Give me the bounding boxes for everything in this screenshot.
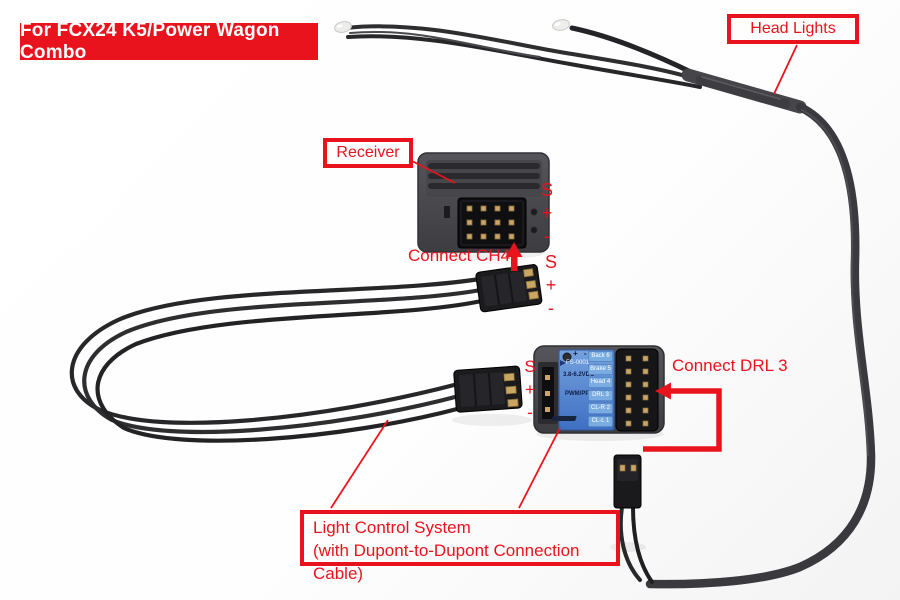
head-lights-leader-line (773, 44, 798, 95)
headlight-wires (344, 24, 702, 89)
receiver-callout: Receiver (323, 138, 413, 168)
module-power-marks: + - (573, 349, 589, 358)
receiver-device (417, 152, 550, 253)
signal-mark: S (524, 357, 536, 376)
head-lights-callout: Head Lights (727, 14, 859, 44)
connect-drl3-arrow-icon (643, 388, 722, 452)
negative-mark: - (544, 226, 550, 246)
pin-labels-module: S + - (521, 355, 539, 424)
head-lights-label: Head Lights (750, 20, 836, 37)
negative-mark: - (527, 403, 533, 422)
receiver-label: Receiver (336, 144, 400, 161)
connect-drl3-label: Connect DRL 3 (672, 356, 788, 375)
red-annotations (330, 44, 798, 509)
light-control-callout: Light Control System (with Dupont-to-Dup… (300, 510, 620, 583)
receiver-leader-line (411, 160, 456, 184)
red-arrowheads (505, 242, 671, 400)
cable-junction-sleeve (681, 68, 807, 114)
lcs-leader-line-left (330, 419, 389, 509)
channel-chip-drl3: DRL 3 (588, 390, 613, 401)
module-dupont-plug (453, 365, 523, 413)
product-banner: For FCX24 K5/Power Wagon Combo (20, 20, 318, 63)
signal-mark: S (544, 252, 557, 272)
signal-mark: S (540, 180, 553, 200)
positive-mark: + (545, 275, 557, 295)
channel-chip-clr2: CL-R 2 (588, 403, 613, 414)
pin-labels-receiver: S + - (538, 179, 556, 248)
headlight-cable-highlight (801, 109, 869, 456)
negative-mark: - (548, 298, 554, 318)
headlight-cable (645, 102, 876, 589)
module-model-label: FS-0001 (566, 360, 590, 366)
channel-chip-brake5: Brake 5 (588, 364, 613, 375)
channel-chip-back6: Back 6 (588, 351, 613, 362)
channel-chip-cll1: CL-L 1 (588, 416, 613, 427)
light-control-label-line1: Light Control System (313, 518, 471, 537)
drl-2pin-connector (613, 454, 654, 584)
pin-labels-ch4-plug: S + - (542, 251, 560, 320)
dupont-loop-wires (69, 275, 489, 443)
positive-mark: + (541, 203, 553, 223)
led-bulb-right (552, 19, 570, 31)
led-bulb-left (334, 21, 352, 33)
module-brand-mark (551, 416, 577, 421)
module-side-socket (538, 362, 558, 424)
module-pin-block (615, 348, 659, 432)
light-control-label-line2: (with Dupont-to-Dupont Connection Cable) (313, 541, 580, 583)
connect-ch4-arrow-icon (511, 253, 518, 271)
lcs-leader-line-right (518, 427, 561, 509)
connect-ch4-label: Connect CH4 (408, 246, 511, 265)
module-voltage-label: 3.8-6.2VDC (563, 372, 595, 378)
receiver-socket (457, 197, 527, 249)
channel-chip-head4: Head 4 (588, 377, 613, 388)
module-signal-label: PWM/PPM (565, 391, 595, 397)
ch4-dupont-plug (475, 264, 543, 313)
positive-mark: + (525, 380, 535, 399)
